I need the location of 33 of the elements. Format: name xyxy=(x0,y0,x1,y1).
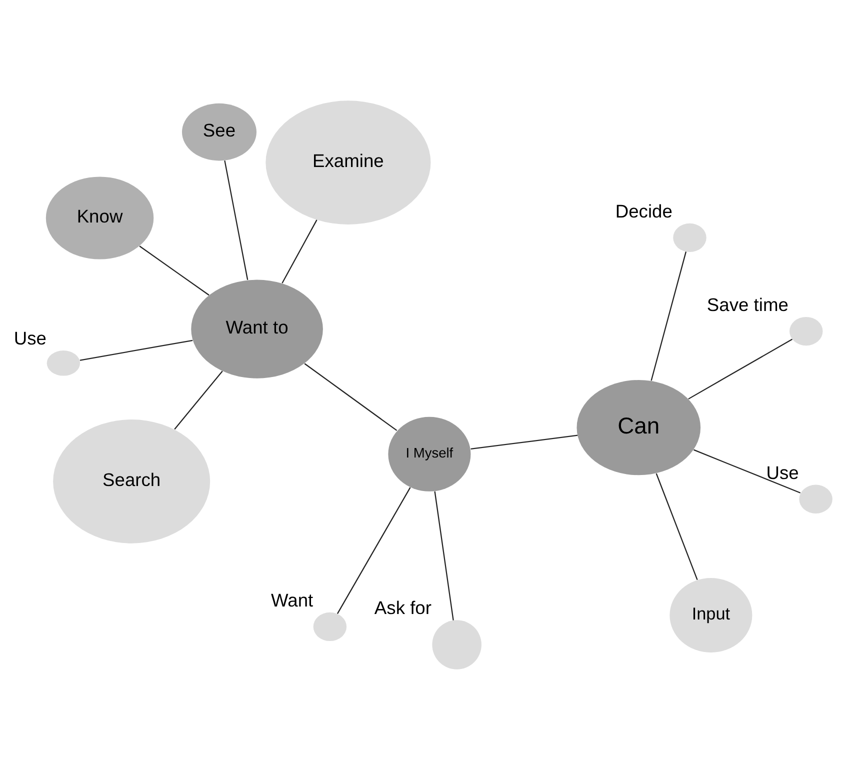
connector xyxy=(336,486,410,614)
node-ellipse: Search xyxy=(52,419,210,543)
node-ellipse: Examine xyxy=(265,100,430,224)
connector xyxy=(434,490,454,620)
connector xyxy=(281,219,317,283)
connector xyxy=(688,338,792,399)
node-label: Save time xyxy=(706,293,788,314)
connector xyxy=(470,434,578,449)
connector xyxy=(79,339,192,360)
node-label: Use xyxy=(766,461,798,482)
connector xyxy=(650,251,686,380)
connector xyxy=(138,245,209,296)
node-ellipse: See xyxy=(181,102,256,160)
connector xyxy=(304,362,397,430)
node-label: Want xyxy=(270,588,313,610)
node-circle xyxy=(672,222,706,252)
node-circle xyxy=(789,316,822,346)
connector xyxy=(693,448,800,493)
connector xyxy=(174,370,222,430)
node-circle xyxy=(312,612,346,641)
node-ellipse: Can xyxy=(576,380,700,475)
node-circle: I Myself xyxy=(388,416,470,491)
node-label: Use xyxy=(13,327,46,348)
connector xyxy=(655,472,698,580)
node-circle xyxy=(46,350,80,376)
node-label: Ask for xyxy=(374,596,431,618)
node-circle: Input xyxy=(669,578,752,652)
node-ellipse: Know xyxy=(45,176,154,259)
node-ellipse: Want to xyxy=(190,279,322,378)
node-circle xyxy=(798,484,832,513)
node-label: Decide xyxy=(614,200,672,221)
connector xyxy=(224,160,248,280)
node-circle xyxy=(432,620,481,669)
